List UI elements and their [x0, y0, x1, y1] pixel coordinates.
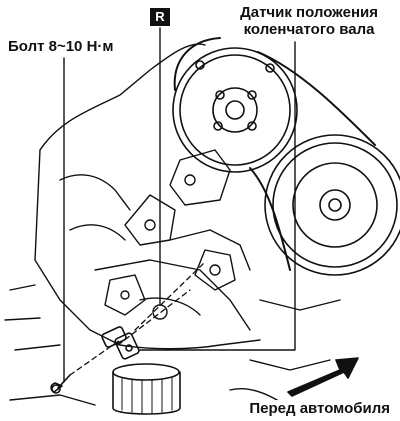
vehicle-front-label: Перед автомобиля [247, 400, 392, 417]
leader-lines [63, 27, 296, 383]
oil-filter [112, 363, 181, 415]
sensor-label-line1: Датчик положения [240, 4, 378, 21]
installation-guides [69, 261, 206, 376]
upper-pulley [172, 47, 298, 173]
crankshaft-pulley [264, 134, 400, 276]
drive-belt [173, 37, 376, 271]
bolt-part [50, 374, 71, 394]
engine-block [4, 43, 341, 406]
crankshaft-sensor [101, 326, 140, 360]
bolt-label: Болт 8~10 Н·м [6, 38, 116, 55]
sensor-label-line2: коленчатого вала [243, 21, 375, 38]
r-marker: R [150, 8, 170, 26]
front-arrow-icon [287, 357, 359, 397]
crankshaft-sensor-label: Датчик положения коленчатого вала [238, 4, 380, 38]
